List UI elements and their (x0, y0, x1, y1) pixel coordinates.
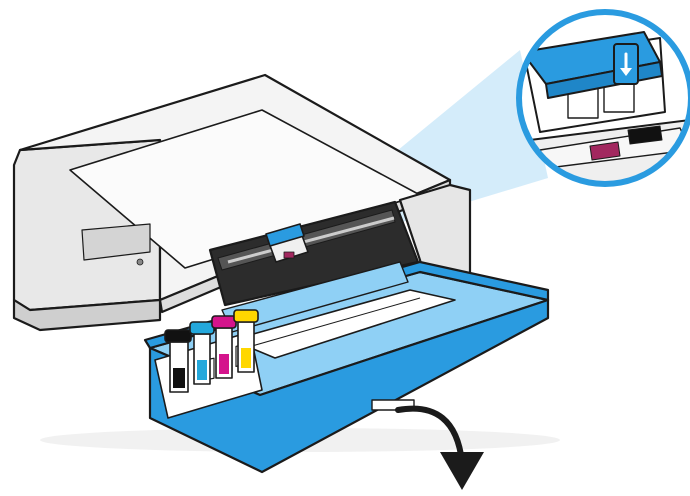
ink-tank-icon (164, 309, 259, 393)
magnifier-icon (516, 9, 690, 187)
ink-cap-magenta (211, 315, 237, 329)
arrow-head (440, 452, 484, 490)
ink-cap-black (164, 329, 192, 343)
front-tray (143, 260, 550, 474)
callout-mark-magenta (589, 141, 621, 161)
ink-cap-cyan (189, 321, 215, 335)
callout-ring (516, 9, 690, 187)
printhead-carriage (265, 223, 309, 263)
ink-level-black (173, 368, 185, 388)
ink-level-magenta (219, 354, 229, 374)
output-slot (231, 289, 456, 359)
printer-base-left (12, 298, 162, 332)
output-slot-edge (244, 297, 421, 349)
curved-arrow-icon (395, 405, 484, 490)
latch-icon (265, 223, 305, 247)
ink-cap-yellow (233, 309, 259, 323)
carriage-rail (227, 216, 395, 264)
callout-mark-black (627, 125, 663, 145)
control-panel (81, 223, 151, 261)
latch-arrow-head (620, 68, 632, 76)
power-button (136, 258, 144, 266)
tray-rim (143, 260, 550, 350)
ink-level-yellow (241, 348, 251, 368)
arrow-shaft (395, 405, 465, 465)
tray-handle (371, 399, 415, 411)
carriage-ink-mark (283, 251, 295, 259)
ink-level-cyan (197, 360, 207, 380)
tray-front-face (148, 298, 550, 474)
